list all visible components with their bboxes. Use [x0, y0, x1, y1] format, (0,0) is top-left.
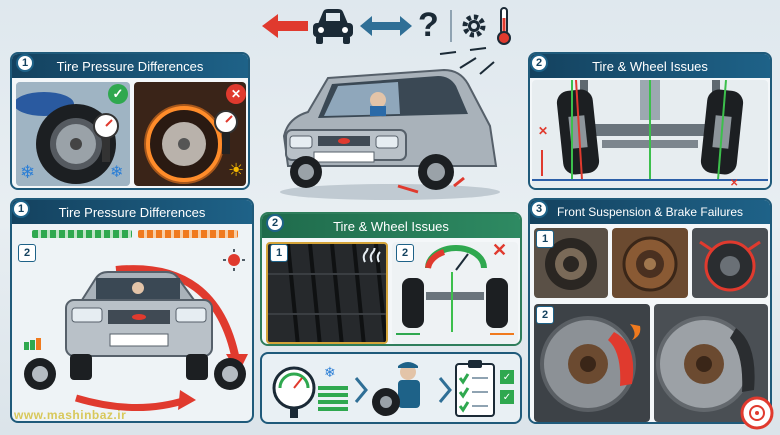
motion-arrows-icon	[439, 47, 495, 75]
mechanic-icon	[372, 362, 420, 416]
pressure-bar-green	[32, 230, 132, 238]
main-car-image	[268, 56, 512, 204]
sub-number-badge: 1	[536, 230, 554, 248]
warning-sun-icon	[223, 249, 245, 271]
sun-icon: ☀	[228, 160, 245, 180]
panel-title: Tire & Wheel Issues	[333, 218, 449, 234]
car-rotation-image	[24, 265, 248, 412]
question-mark-icon: ?	[418, 6, 439, 44]
misalignment-cross-icon: ✕	[730, 178, 739, 189]
pressure-gauge-icon	[272, 366, 316, 418]
panel-header: Tire & Wheel Issues	[262, 214, 520, 238]
double-arrow-icon	[360, 16, 412, 36]
panel-tire-pressure-top: Tire Pressure Differences ✓ ❄ ❄ ✕ ☀	[10, 52, 250, 190]
arrow-left-icon	[262, 14, 308, 38]
panel-tire-wheel-top: Tire & Wheel Issues ✕ ✕	[528, 52, 772, 190]
brake-logo-icon	[740, 396, 774, 430]
checklist-icon	[455, 360, 495, 417]
snowflake-icon: ❄	[324, 364, 336, 380]
sub-number-badge: 2	[536, 306, 554, 324]
panel-header: Tire & Wheel Issues	[530, 54, 770, 78]
overheated-brake-image	[534, 304, 650, 422]
panel-suspension-brakes: Front Suspension & Brake Failures 1	[528, 198, 772, 424]
heat-wave-icon	[362, 248, 381, 263]
snowflake-icon: ❄	[110, 164, 124, 181]
panel-header: Tire Pressure Differences	[12, 200, 252, 224]
panel-title: Tire Pressure Differences	[56, 58, 204, 74]
panel-number-badge: 3	[530, 200, 548, 218]
panel-maintenance-steps: ❄ ✓ ✓	[260, 352, 522, 424]
chevron-right-icon	[438, 377, 452, 403]
check-mark-icon: ✓	[500, 390, 514, 404]
panel-title: Tire & Wheel Issues	[592, 58, 708, 74]
header-icons: ?	[262, 4, 522, 48]
thermometer-icon	[497, 7, 511, 45]
car-front-icon	[313, 9, 353, 44]
ok-check-icon: ✓	[108, 84, 128, 104]
level-bars	[318, 386, 348, 414]
panel-tire-pressure-main: Tire Pressure Differences 2	[10, 198, 254, 423]
watermark-text: www.mashinbaz.ir	[14, 408, 127, 422]
wheel-alignment-image	[532, 80, 768, 188]
sub-number-badge: 2	[18, 244, 36, 262]
snowflake-icon: ❄	[20, 162, 36, 182]
gear-icon	[462, 14, 486, 38]
strut-mount-image	[692, 228, 768, 298]
rusted-bearing-image	[612, 228, 688, 298]
bad-cross-icon: ✕	[492, 240, 508, 260]
panel-title: Tire Pressure Differences	[58, 204, 206, 220]
panel-title: Front Suspension & Brake Failures	[556, 205, 744, 219]
tread-closeup-image	[266, 242, 388, 344]
divider	[450, 10, 452, 42]
panel-tire-wheel-main: Tire & Wheel Issues 1	[260, 212, 522, 346]
bad-cross-icon: ✕	[226, 84, 246, 104]
check-mark-icon: ✓	[500, 370, 514, 384]
chevron-right-icon	[354, 377, 368, 403]
sub-number-badge: 1	[270, 244, 288, 262]
panel-number-badge: 1	[12, 200, 30, 218]
misalignment-cross-icon: ✕	[538, 124, 549, 138]
panel-number-badge: 2	[530, 54, 548, 72]
panel-number-badge: 2	[266, 214, 284, 232]
pressure-bar-orange	[138, 230, 238, 238]
panel-number-badge: 1	[16, 54, 34, 72]
panel-header: Front Suspension & Brake Failures	[530, 200, 770, 224]
sub-number-badge: 2	[396, 244, 414, 262]
panel-header: Tire Pressure Differences	[12, 54, 248, 78]
